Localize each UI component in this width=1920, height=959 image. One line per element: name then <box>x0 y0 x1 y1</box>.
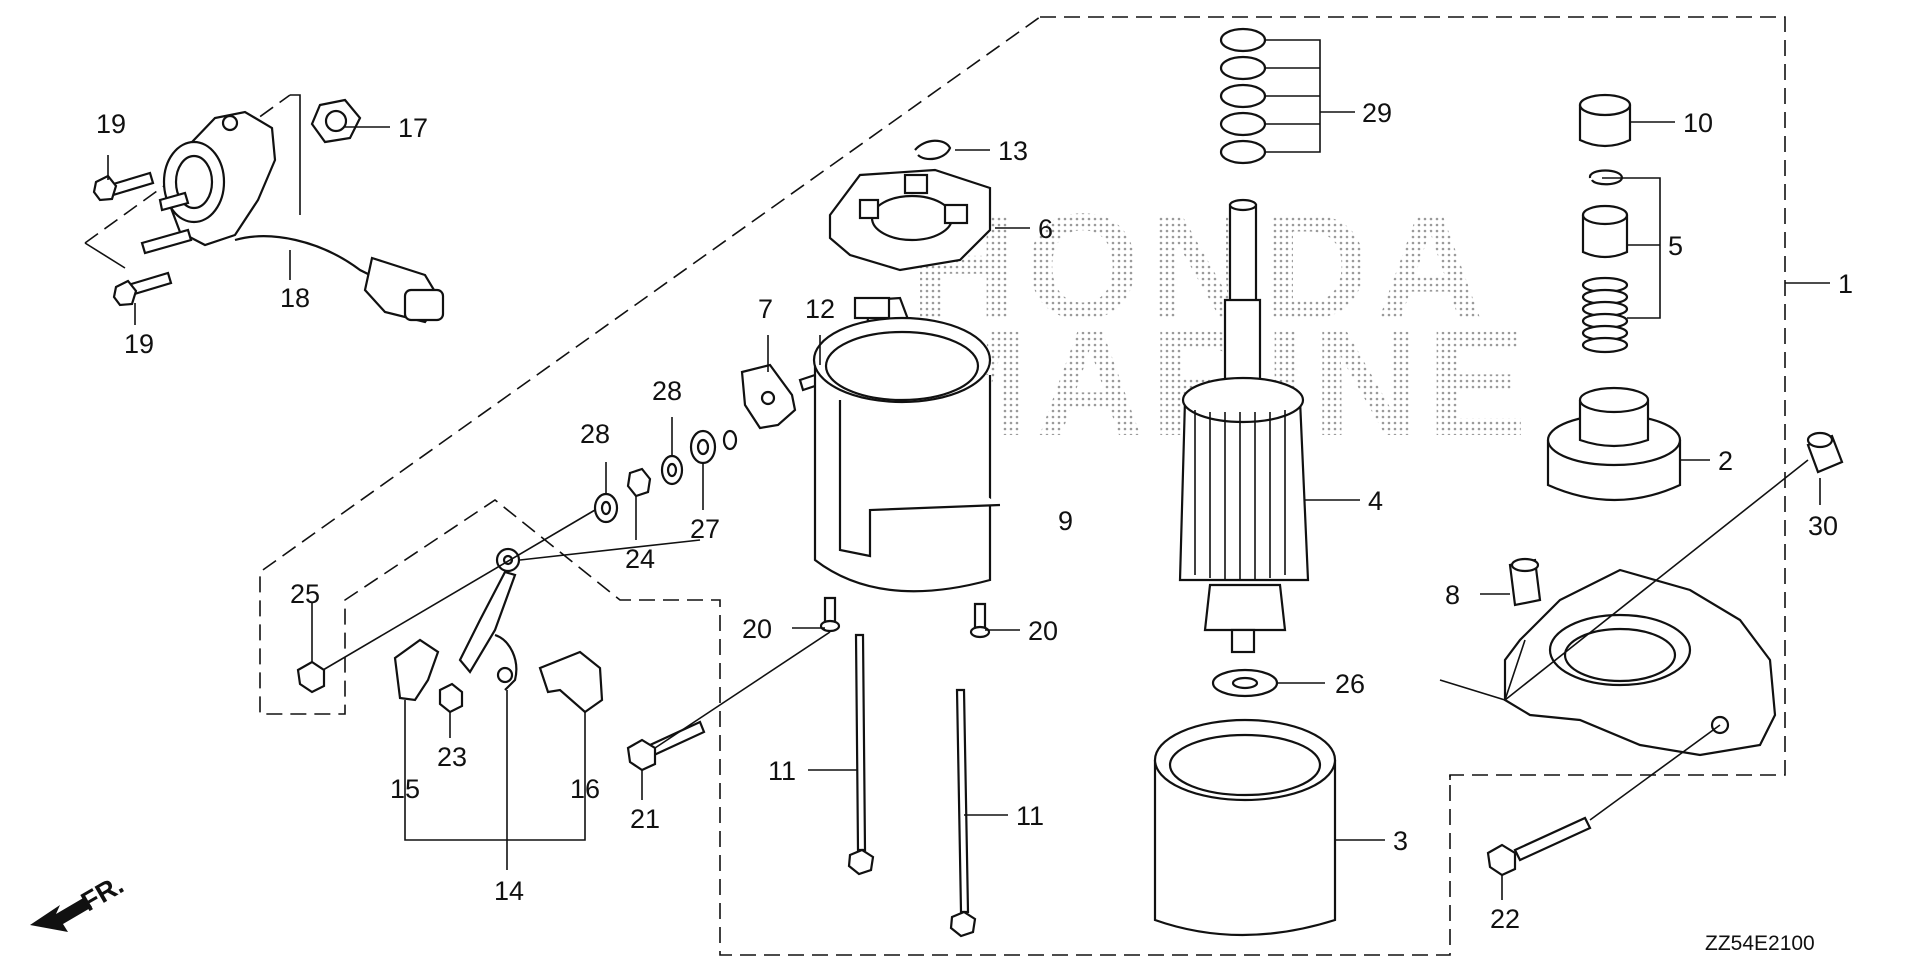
drawing-code: ZZ54E2100 <box>1705 932 1815 955</box>
front-bracket <box>1503 557 1777 757</box>
thrust-washers <box>1219 27 1267 165</box>
pinion-gear <box>1546 386 1682 502</box>
cover-screws <box>819 596 991 639</box>
nut-23 <box>438 682 464 714</box>
callout-27: 27 <box>690 514 720 544</box>
callout-5: 5 <box>1668 231 1683 261</box>
callout-21: 21 <box>630 804 660 834</box>
callout-16: 16 <box>570 774 600 804</box>
callout-28-left: 28 <box>580 419 610 449</box>
callout-30: 30 <box>1808 511 1838 541</box>
battery-cable <box>458 547 521 691</box>
callout-2: 2 <box>1718 446 1733 476</box>
washers-and-nuts <box>593 429 738 524</box>
callout-15: 15 <box>390 774 420 804</box>
leader-lines <box>107 39 1830 900</box>
callout-25: 25 <box>290 579 320 609</box>
callout-20-right: 20 <box>1028 616 1058 646</box>
callout-9: 9 <box>1058 506 1073 536</box>
pinion-cap <box>1578 93 1632 148</box>
callout-19-top: 19 <box>96 109 126 139</box>
motor-yoke-cover <box>812 316 1001 593</box>
mounting-bolt-right <box>1486 816 1592 877</box>
through-bolts <box>847 633 977 938</box>
callout-22: 22 <box>1490 904 1520 934</box>
callout-12: 12 <box>805 294 835 324</box>
callout-23: 23 <box>437 742 467 772</box>
callout-26: 26 <box>1335 669 1365 699</box>
field-yoke <box>1153 718 1337 937</box>
watermark-honda: HONDA <box>910 182 1490 350</box>
bushing <box>1806 431 1844 474</box>
callout-3: 3 <box>1393 826 1408 856</box>
callout-13: 13 <box>998 136 1028 166</box>
callout-17: 17 <box>398 113 428 143</box>
callout-4: 4 <box>1368 486 1383 516</box>
pinion-spring <box>1581 276 1629 354</box>
callout-8: 8 <box>1445 580 1460 610</box>
callout-1: 1 <box>1838 269 1853 299</box>
callout-18: 18 <box>280 283 310 313</box>
terminal-cover-left <box>393 638 440 702</box>
mounting-bolt-left <box>626 720 706 772</box>
armature-washer <box>1211 668 1279 698</box>
armature <box>1178 198 1310 654</box>
callout-29: 29 <box>1362 98 1392 128</box>
callout-20-left: 20 <box>742 614 772 644</box>
callout-14: 14 <box>494 876 524 906</box>
callout-24: 24 <box>625 544 655 574</box>
front-direction-arrow: FR. <box>30 869 129 932</box>
callout-11-left: 11 <box>768 756 796 786</box>
callout-11-right: 11 <box>1016 801 1044 831</box>
clip <box>914 139 952 161</box>
terminal-cover-right <box>538 650 604 714</box>
callout-6: 6 <box>1038 214 1053 244</box>
brush-holder-plate <box>828 168 992 272</box>
callout-7: 7 <box>758 294 773 324</box>
callout-10: 10 <box>1683 108 1713 138</box>
nut-25 <box>296 660 326 694</box>
callout-19-bottom: 19 <box>124 329 154 359</box>
callout-numbers: 1 2 3 4 5 6 7 8 9 10 11 11 12 13 14 15 1… <box>96 98 1853 934</box>
callout-28-right: 28 <box>652 376 682 406</box>
pinion-stop-collar <box>1581 204 1629 259</box>
